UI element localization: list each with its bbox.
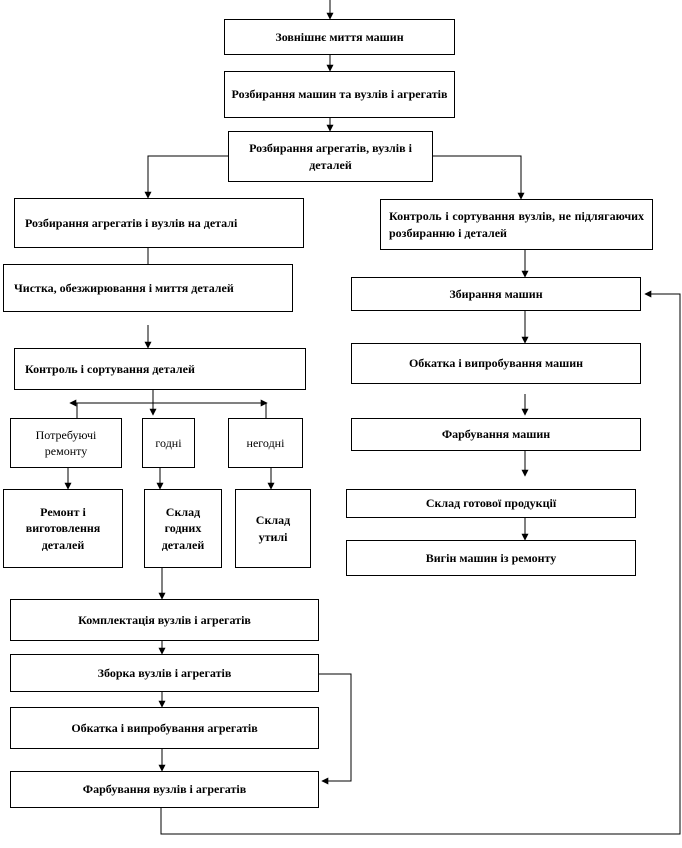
- node-disassemble-machines: Розбирання машин та вузлів і агрегатів: [224, 71, 455, 118]
- node-runin-machines: Обкатка і випробування машин: [351, 343, 641, 384]
- node-paint-machines-label: Фарбування машин: [441, 427, 551, 442]
- edge-split-left: [144, 155, 228, 199]
- node-control-parts-label: Контроль і сортування деталей: [25, 361, 195, 376]
- node-kitting: Комплектація вузлів і агрегатів: [10, 599, 319, 641]
- node-store-finished: Склад готової продукції: [346, 489, 636, 518]
- node-unfit-label: негодні: [246, 435, 285, 450]
- node-paint-units-label: Фарбування вузлів і агрегатів: [82, 782, 247, 797]
- node-control-units: Контроль і сортування вузлів, не підляга…: [380, 199, 653, 250]
- node-cleaning: Чистка, обезжирювання і миття деталей: [3, 264, 293, 312]
- node-dispatch: Вигін машин із ремонту: [346, 540, 636, 576]
- node-disassemble-aggregates: Розбирання агрегатів, вузлів і деталей: [228, 131, 433, 182]
- node-unfit: негодні: [228, 418, 303, 468]
- node-assembly-units-label: Зборка вузлів і агрегатів: [97, 665, 232, 680]
- node-disassemble-to-parts-label: Розбирання агрегатів і вузлів на деталі: [25, 215, 238, 230]
- node-runin-aggregates: Обкатка і випробування агрегатів: [10, 707, 319, 749]
- node-store-good: Склад годних деталей: [144, 489, 222, 568]
- node-repair-manufacture-label: Ремонт і виготовлення деталей: [25, 505, 101, 552]
- node-runin-machines-label: Обкатка і випробування машин: [408, 356, 584, 371]
- node-dispatch-label: Вигін машин із ремонту: [425, 550, 557, 565]
- node-external-wash-label: Зовнішнє миття машин: [275, 29, 404, 44]
- node-disassemble-aggregates-label: Розбирання агрегатів, вузлів і деталей: [249, 141, 412, 172]
- node-store-scrap-label: Склад утилі: [255, 513, 291, 544]
- node-assembly-machines-label: Збирання машин: [449, 286, 543, 301]
- node-need-repair-label: Потребуючі ремонту: [35, 427, 97, 458]
- node-paint-machines: Фарбування машин: [351, 418, 641, 451]
- node-assembly-units: Зборка вузлів і агрегатів: [10, 654, 319, 692]
- node-assembly-machines: Збирання машин: [351, 277, 641, 311]
- node-external-wash: Зовнішнє миття машин: [224, 19, 455, 55]
- node-runin-aggregates-label: Обкатка і випробування агрегатів: [71, 720, 258, 735]
- node-store-good-label: Склад годних деталей: [161, 505, 205, 552]
- node-control-parts: Контроль і сортування деталей: [14, 348, 306, 390]
- node-control-units-label: Контроль і сортування вузлів, не підляга…: [389, 209, 644, 240]
- node-disassemble-machines-label: Розбирання машин та вузлів і агрегатів: [231, 87, 448, 102]
- node-need-repair: Потребуючі ремонту: [10, 418, 122, 468]
- node-cleaning-label: Чистка, обезжирювання і миття деталей: [14, 280, 234, 295]
- edge-paint-units-return: [160, 290, 681, 835]
- node-disassemble-to-parts: Розбирання агрегатів і вузлів на деталі: [14, 198, 304, 248]
- node-good: годні: [142, 418, 195, 468]
- node-store-scrap: Склад утилі: [235, 489, 311, 568]
- edge-split-right: [433, 155, 525, 200]
- node-kitting-label: Комплектація вузлів і агрегатів: [78, 612, 251, 627]
- node-good-label: годні: [155, 435, 182, 450]
- node-paint-units: Фарбування вузлів і агрегатів: [10, 771, 319, 808]
- node-store-finished-label: Склад готової продукції: [425, 496, 557, 511]
- edge-assembly-bypass: [319, 673, 352, 785]
- node-repair-manufacture: Ремонт і виготовлення деталей: [3, 489, 123, 568]
